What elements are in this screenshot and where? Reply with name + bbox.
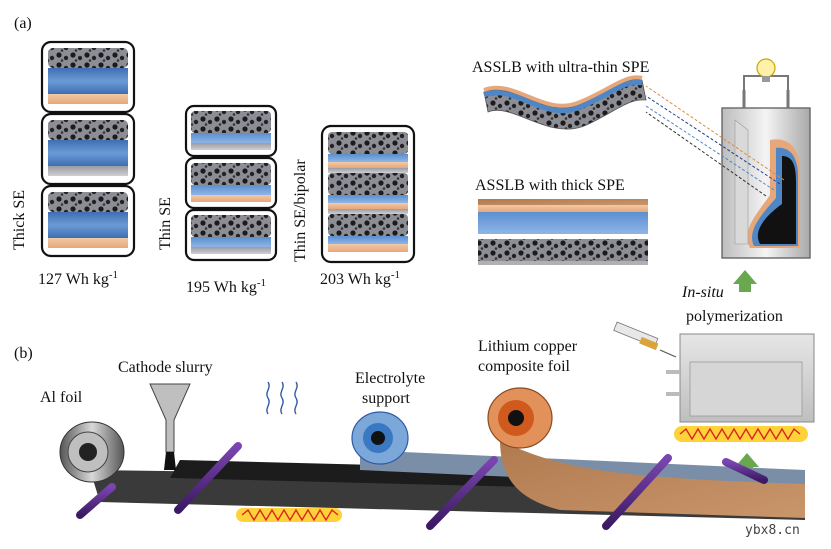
syringe-icon xyxy=(613,321,677,358)
heater-1 xyxy=(236,508,342,522)
pouch-cell xyxy=(721,75,811,259)
thick-se-energy: 127 Wh kg-1 xyxy=(38,269,118,288)
thick-spe-stack xyxy=(478,199,648,265)
ultra-thin-spe-curve xyxy=(483,75,647,130)
thin-se-label: Thin SE xyxy=(157,197,174,250)
thin-se-cell-2 xyxy=(184,156,278,210)
polymerization-box xyxy=(666,333,815,423)
bipolar-energy: 203 Wh kg-1 xyxy=(320,269,400,288)
in-situ-label: In-situ xyxy=(681,284,724,301)
li-cu-label-2: composite foil xyxy=(478,358,571,375)
thin-se-cell-1 xyxy=(184,104,278,158)
al-foil-label: Al foil xyxy=(40,389,83,406)
guide-rollers xyxy=(76,442,768,530)
electrolyte-support-label-1: Electrolyte xyxy=(355,370,425,387)
panel-b-tag: (b) xyxy=(14,345,33,362)
al-foil-roll xyxy=(59,421,125,483)
ultra-thin-spe-label: ASSLB with ultra-thin SPE xyxy=(472,59,649,76)
electrolyte-support-label-2: support xyxy=(362,390,411,407)
bulb-icon xyxy=(756,58,776,82)
cathode-slurry-label: Cathode slurry xyxy=(118,359,213,376)
arrow-up-icon xyxy=(733,270,757,292)
li-cu-roll xyxy=(487,387,553,449)
slurry-funnel-icon xyxy=(149,383,191,470)
bipolar-stack xyxy=(320,124,416,264)
thin-se-stack xyxy=(184,104,278,262)
thick-se-stack xyxy=(40,40,136,258)
bipolar-label: Thin SE/bipolar xyxy=(292,159,309,262)
heat-waves-icon xyxy=(266,381,298,415)
panel-a-tag: (a) xyxy=(14,15,32,32)
thin-se-energy: 195 Wh kg-1 xyxy=(186,277,266,296)
thick-se-cell-2 xyxy=(40,112,136,186)
thick-se-cell-3 xyxy=(40,184,136,258)
thick-spe-label: ASSLB with thick SPE xyxy=(475,177,625,194)
watermark: ybx8.cn xyxy=(745,523,800,538)
heater-2 xyxy=(674,426,808,442)
polymerization-label: polymerization xyxy=(686,308,783,325)
electrolyte-roll xyxy=(351,411,409,465)
zoom-arrows xyxy=(645,85,785,197)
thick-se-label: Thick SE xyxy=(11,190,28,250)
thick-se-cell-1 xyxy=(40,40,136,114)
thin-se-cell-3 xyxy=(184,208,278,262)
li-cu-label-1: Lithium copper xyxy=(478,338,578,355)
